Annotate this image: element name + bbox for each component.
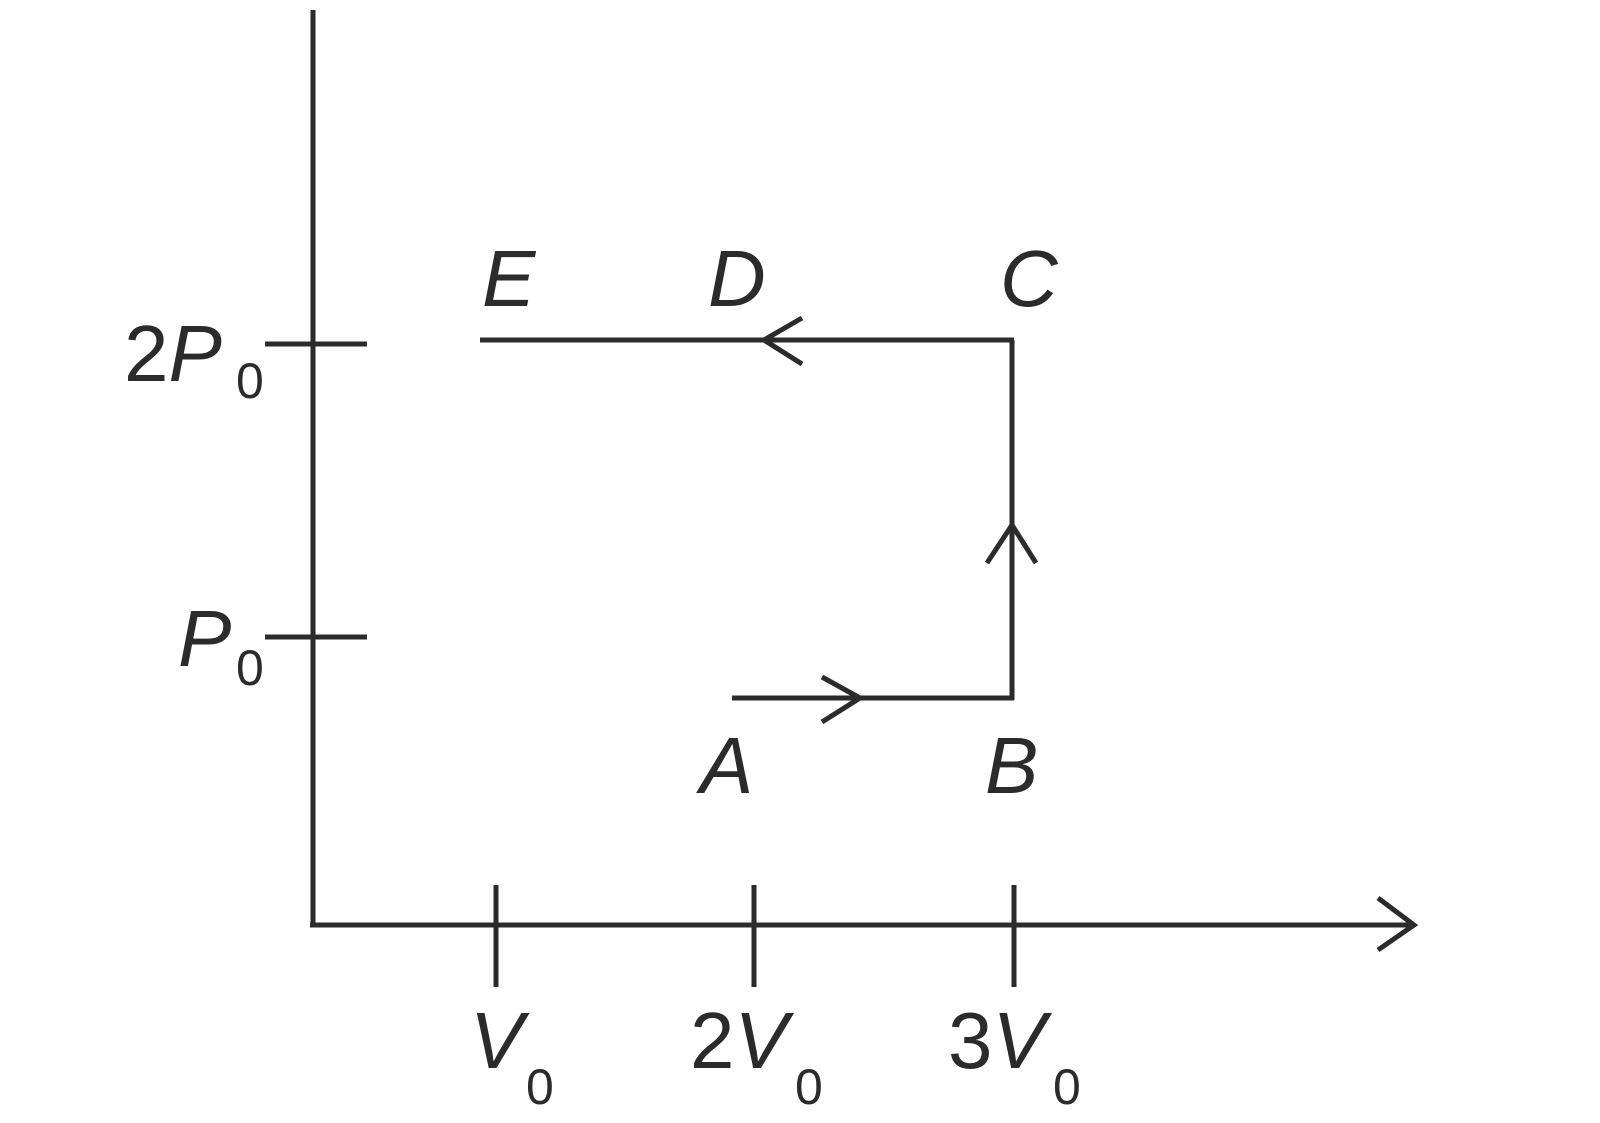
point-label-e: E (482, 234, 537, 323)
x-tick-label-3v0-symbol: V (993, 996, 1053, 1085)
x-axis-arrowhead (1376, 896, 1419, 953)
point-label-c: C (1000, 234, 1059, 323)
arrow-a-to-b (820, 674, 865, 725)
x-tick-label-3v0-coef: 3 (948, 996, 993, 1085)
x-tick-label-3v0: 3V (948, 996, 1053, 1085)
arrow-c-to-e (759, 315, 804, 367)
x-tick-label-v0-subscript: 0 (526, 1059, 554, 1115)
point-label-a: A (696, 721, 753, 810)
x-tick-label-v0: V (470, 996, 530, 1085)
x-tick-label-3v0-subscript: 0 (1053, 1059, 1081, 1115)
y-tick-label-2p0-subscript: 0 (236, 353, 264, 409)
point-label-b: B (985, 721, 1038, 810)
y-tick-label-2p0-symbol: P (169, 309, 222, 398)
y-tick-label-2p0-coef: 2 (124, 309, 169, 398)
x-tick-label-2v0: 2V (690, 996, 795, 1085)
x-tick-label-2v0-symbol: V (735, 996, 795, 1085)
x-tick-label-2v0-coef: 2 (690, 996, 735, 1085)
x-tick-label-2v0-subscript: 0 (795, 1059, 823, 1115)
y-tick-label-p0: P (178, 594, 231, 683)
arrow-b-to-c (984, 520, 1039, 565)
y-tick-label-2p0: 2P (124, 309, 222, 398)
point-label-d: D (708, 234, 766, 323)
y-tick-label-p0-subscript: 0 (236, 640, 264, 696)
